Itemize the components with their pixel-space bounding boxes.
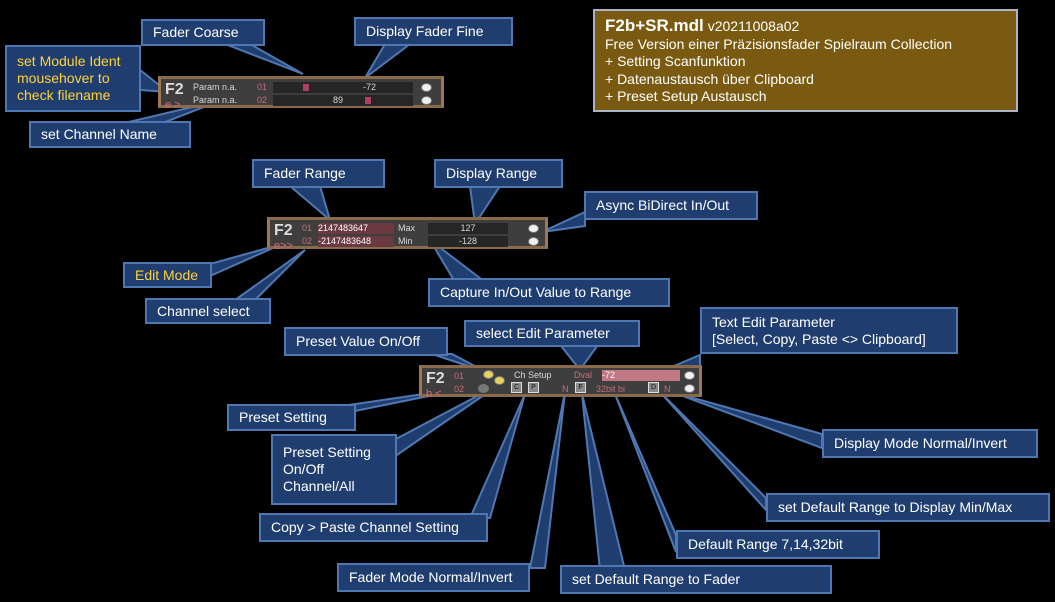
bidirect-toggle[interactable] <box>684 384 695 393</box>
edit-mode-indicator[interactable]: e > <box>165 99 181 111</box>
callout-display-mode: Display Mode Normal/Invert <box>822 429 1038 458</box>
pointer-set-default-fader <box>581 393 627 571</box>
callout-display-range: Display Range <box>434 159 563 188</box>
module-version: v20211008a02 <box>707 18 800 34</box>
display-range-value[interactable]: 127 <box>428 223 508 234</box>
pointer-default-range <box>614 393 677 553</box>
set-default-display-button[interactable]: D <box>648 382 659 393</box>
fader-marker[interactable] <box>303 84 309 91</box>
range-label: Min <box>398 236 413 246</box>
callout-preset-setting-onoff: Preset Setting On/Off Channel/All <box>271 434 397 505</box>
fader-row-1: Param n.a. 01 -72 <box>193 82 437 93</box>
setup-module-panel: F2 b < 01 02 Ch Setup C P N F Dval -72 3… <box>419 365 702 400</box>
callout-set-module-ident: set Module Ident mousehover to check fil… <box>5 45 141 112</box>
edit-parameter-select[interactable]: Dval <box>574 370 593 380</box>
pointer-display-mode <box>671 391 823 450</box>
channel-select[interactable]: 01 <box>302 223 313 233</box>
pointer-set-default-display <box>659 391 767 513</box>
callout-select-edit-parameter: select Edit Parameter <box>464 320 640 347</box>
callout-preset-setting: Preset Setting <box>227 404 356 431</box>
fader-coarse[interactable] <box>273 95 413 106</box>
bidirect-toggle[interactable] <box>421 96 432 105</box>
fader-coarse[interactable] <box>273 82 413 93</box>
fader-range-value[interactable]: -2147483648 <box>318 236 394 247</box>
module-filename: F2b+SR.mdl <box>605 16 704 35</box>
callout-set-default-display: set Default Range to Display Min/Max <box>766 493 1050 522</box>
preset-value-toggle[interactable] <box>483 370 494 379</box>
callout-capture-value: Capture In/Out Value to Range <box>428 278 670 307</box>
fader-range-value[interactable]: 2147483647 <box>318 223 394 234</box>
range-row-2: 02 -2147483648 Min -128 <box>302 236 542 247</box>
callout-display-fader-fine: Display Fader Fine <box>354 17 513 46</box>
callout-edit-mode: Edit Mode <box>123 262 212 288</box>
paste-button[interactable]: P <box>528 382 539 393</box>
fader-mode-toggle[interactable]: N <box>562 384 569 394</box>
pointer-display-fine <box>364 43 413 79</box>
edit-mode-indicator[interactable]: b < <box>426 388 442 400</box>
set-default-fader-button[interactable]: F <box>575 382 586 393</box>
channel-number: 01 <box>454 371 465 381</box>
channel-name[interactable]: Param n.a. <box>193 82 238 92</box>
info-line: Free Version einer Präzisionsfader Spiel… <box>605 35 953 52</box>
callout-channel-select: Channel select <box>145 298 271 324</box>
bidirect-toggle[interactable] <box>528 237 539 246</box>
fader-marker[interactable] <box>365 97 371 104</box>
setup-label: Ch Setup <box>514 370 552 380</box>
pointer-copy-paste <box>468 393 526 519</box>
range-row-1: 01 2147483647 Max 127 <box>302 223 542 234</box>
callout-preset-value: Preset Value On/Off <box>284 327 448 356</box>
range-label: Max <box>398 223 416 233</box>
channel-number: 02 <box>257 95 268 105</box>
channel-name[interactable]: Param n.a. <box>193 95 238 105</box>
pointer-async <box>541 210 586 233</box>
module-ident-label[interactable]: F2 <box>274 222 293 239</box>
display-range-value[interactable]: -128 <box>428 236 508 247</box>
callout-copy-paste-channel: Copy > Paste Channel Setting <box>259 513 488 542</box>
info-line: + Datenaustausch über Clipboard <box>605 70 814 87</box>
bidirect-toggle[interactable] <box>684 371 695 380</box>
fader-module-panel: F2 e > Param n.a. 01 -72 Param n.a. 02 8… <box>158 76 444 111</box>
default-range-bits[interactable]: 32bit bi <box>596 384 626 394</box>
fader-row-2: Param n.a. 02 89 <box>193 95 437 106</box>
callout-set-channel-name: set Channel Name <box>29 121 191 148</box>
bidirect-toggle[interactable] <box>528 224 539 233</box>
pointer-fader-coarse <box>224 43 304 75</box>
fader-display-value[interactable]: -72 <box>363 82 377 92</box>
copy-button[interactable]: C <box>511 382 522 393</box>
preset-setting-icon[interactable] <box>478 384 489 393</box>
fader-display-value[interactable]: 89 <box>333 95 344 105</box>
callout-set-default-fader: set Default Range to Fader <box>560 565 832 594</box>
module-ident-label[interactable]: F2 <box>426 370 445 387</box>
channel-select[interactable]: 02 <box>302 236 313 246</box>
bidirect-toggle[interactable] <box>421 83 432 92</box>
pointer-fader-range <box>287 185 332 223</box>
module-ident-label[interactable]: F2 <box>165 81 184 98</box>
callout-async-bidirect: Async BiDirect In/Out <box>584 191 758 220</box>
callout-default-range: Default Range 7,14,32bit <box>676 530 880 559</box>
range-module-panel: F2 e>> 01 2147483647 Max 127 02 -2147483… <box>267 217 548 252</box>
callout-text-edit-parameter: Text Edit Parameter [Select, Copy, Paste… <box>700 307 958 354</box>
info-line: + Setting Scanfunktion <box>605 53 746 69</box>
callout-fader-coarse: Fader Coarse <box>141 19 265 46</box>
channel-number: 01 <box>257 82 268 92</box>
edit-mode-indicator[interactable]: e>> <box>274 240 293 252</box>
pointer-fader-mode <box>528 391 566 569</box>
preset-onoff-toggle[interactable] <box>494 376 505 385</box>
channel-number: 02 <box>454 384 465 394</box>
callout-fader-range: Fader Range <box>252 159 385 188</box>
info-line: + Preset Setup Austausch <box>605 88 767 104</box>
text-edit-parameter[interactable]: -72 <box>602 370 680 381</box>
display-mode-toggle[interactable]: N <box>664 384 671 394</box>
callout-fader-mode: Fader Mode Normal/Invert <box>337 563 530 592</box>
